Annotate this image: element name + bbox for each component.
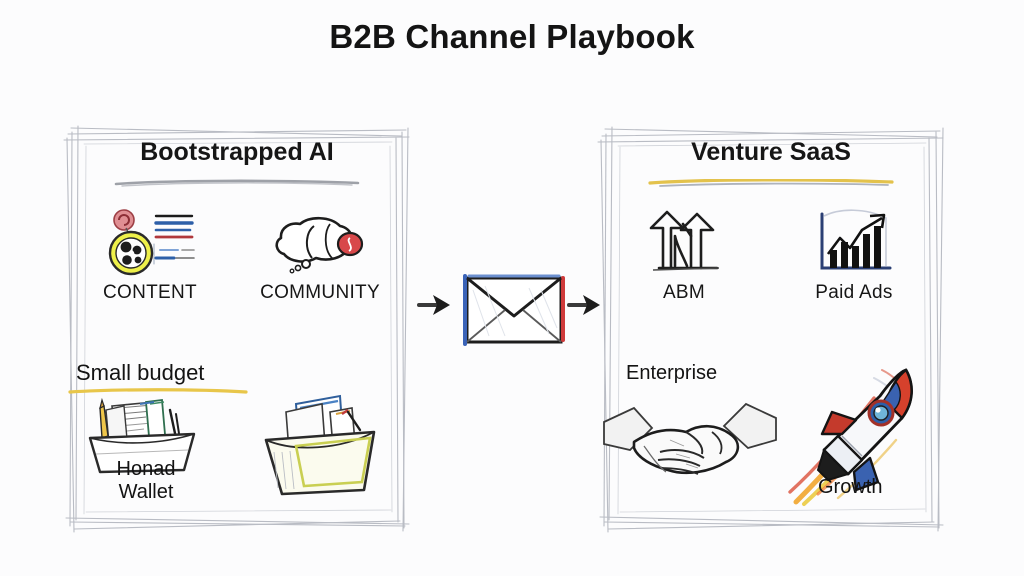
panel-left-heading-underline (114, 179, 360, 187)
envelope-icon (463, 274, 565, 346)
panel-bootstrapped-ai: Bootstrapped AI (62, 122, 412, 534)
item-wallet-label: Honad Wallet (86, 458, 206, 504)
item-abm[interactable]: ABM (604, 204, 764, 303)
item-community-label: COMMUNITY (260, 282, 380, 303)
panel-venture-saas: Venture SaaS ABM (596, 122, 946, 534)
item-paid-ads[interactable]: Paid Ads (774, 204, 934, 303)
item-enterprise-label: Enterprise (626, 362, 718, 384)
bar-chart-growth-icon (774, 204, 934, 278)
wallet-label-line1: Honad (116, 458, 176, 480)
panel-right-heading: Venture SaaS (691, 138, 851, 166)
page-title: B2B Channel Playbook (329, 18, 695, 55)
wallet-label-line2: Wallet (118, 480, 174, 503)
panel-left-heading: Bootstrapped AI (140, 138, 334, 166)
handshake-icon (600, 388, 780, 513)
panel-right-heading-underline (648, 179, 894, 187)
item-content-label: CONTENT (103, 282, 197, 303)
item-community[interactable]: COMMUNITY (240, 204, 400, 303)
item-abm-label: ABM (662, 282, 706, 303)
arrow-right-icon (417, 295, 450, 315)
arrow-right-icon (567, 295, 600, 315)
speech-bubbles-icon (240, 204, 400, 278)
item-small-budget-label: Small budget (76, 360, 205, 385)
content-badge-icon (70, 204, 230, 278)
item-growth-label: Growth (818, 476, 883, 498)
center-flow-group (415, 262, 611, 372)
desk-organizer-icon (84, 394, 204, 481)
rocket-icon (778, 362, 928, 517)
up-arrows-icon (604, 204, 764, 278)
item-paid-ads-label: Paid Ads (815, 282, 893, 303)
small-budget-underline (68, 388, 248, 394)
file-basket-icon (248, 390, 388, 505)
item-content[interactable]: CONTENT (70, 204, 230, 303)
